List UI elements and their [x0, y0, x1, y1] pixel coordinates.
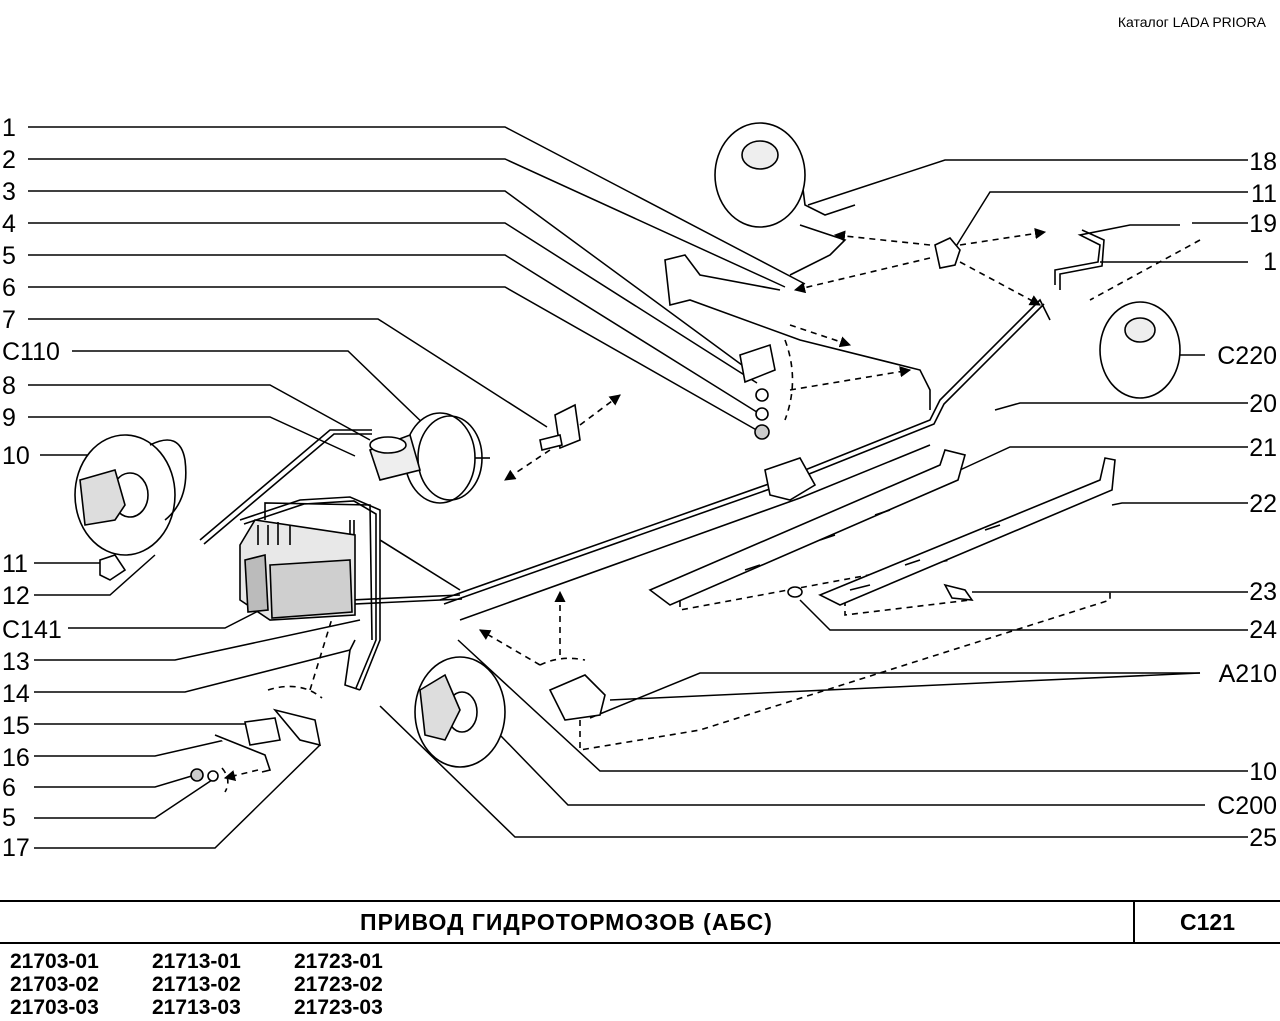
callout-left: 9 — [2, 404, 16, 432]
model-code: 21713-01 — [152, 950, 241, 973]
vacuum-booster — [368, 412, 490, 504]
front-right-brake — [414, 656, 506, 768]
clip-a210 — [548, 457, 817, 721]
callout-left: 10 — [2, 442, 30, 470]
callout-right: 19 — [1249, 210, 1277, 238]
callout-right: 21 — [1249, 434, 1277, 462]
callout-right: 25 — [1249, 824, 1277, 852]
callout-left: 17 — [2, 834, 30, 862]
model-code: 21703-02 — [10, 973, 99, 996]
callout-left: 14 — [2, 680, 30, 708]
callout-left: 6 — [2, 774, 16, 802]
callout-left: 5 — [2, 804, 16, 832]
brake-diagram: 1 2 3 4 5 6 7 C110 8 9 10 11 12 C141 13 … — [2, 114, 1277, 862]
catalog-header: Каталог LADA PRIORA — [1117, 14, 1266, 30]
callout-left: 8 — [2, 372, 16, 400]
callout-left: 15 — [2, 712, 30, 740]
callout-left: 6 — [2, 274, 16, 302]
rear-left-drum — [714, 122, 806, 228]
callout-right: 11 — [1251, 180, 1277, 208]
model-code: 21723-02 — [294, 973, 383, 996]
callout-left: 4 — [2, 210, 16, 238]
front-left-brake — [74, 434, 187, 556]
section-code: C121 — [1180, 909, 1235, 935]
callout-right: A210 — [1219, 660, 1277, 688]
callout-left: 12 — [2, 582, 30, 610]
callout-left: C141 — [2, 616, 62, 644]
callout-right: 20 — [1249, 390, 1277, 418]
model-code: 21703-01 — [10, 950, 99, 973]
callout-right: 10 — [1249, 758, 1277, 786]
callout-left: 5 — [2, 242, 16, 270]
callout-left: 2 — [2, 146, 16, 174]
tee-fitting — [934, 237, 961, 269]
underbody-rails — [648, 449, 1116, 606]
callout-left: C110 — [2, 338, 60, 366]
model-code: 21723-01 — [294, 950, 383, 973]
left-callouts: 1 2 3 4 5 6 7 C110 8 9 10 11 12 C141 13 … — [2, 114, 62, 862]
callout-right: 23 — [1249, 578, 1277, 606]
rear-right-drum — [1099, 301, 1181, 399]
callout-right: 24 — [1249, 616, 1277, 644]
model-code: 21723-03 — [294, 996, 383, 1019]
right-callouts: 18 11 19 1 C220 20 21 22 23 24 A210 10 C… — [1217, 148, 1277, 852]
callout-left: 3 — [2, 178, 16, 206]
abs-unit — [239, 519, 356, 621]
callout-left: 11 — [2, 550, 28, 578]
callout-right: C220 — [1217, 342, 1277, 370]
title-bar: ПРИВОД ГИДРОТОРМОЗОВ (АБС) C121 — [0, 900, 1280, 944]
clip-7 — [539, 403, 581, 451]
callout-right: 22 — [1249, 490, 1277, 518]
model-code: 21713-02 — [152, 973, 241, 996]
model-list: 21703-01 21713-01 21723-01 21703-02 2171… — [10, 950, 430, 1019]
model-code: 21703-03 — [10, 996, 99, 1019]
regulator-bracket — [739, 343, 776, 440]
title-divider — [1133, 902, 1135, 942]
callout-right: C200 — [1217, 792, 1277, 820]
callout-left: 16 — [2, 744, 30, 772]
brake-pipes — [199, 161, 1180, 691]
assembly-arrows — [221, 227, 1201, 793]
callout-left: 1 — [2, 114, 16, 142]
washer-24 — [787, 583, 974, 601]
page-title: ПРИВОД ГИДРОТОРМОЗОВ (АБС) — [360, 909, 773, 935]
callout-right: 1 — [1263, 248, 1277, 276]
callout-right: 18 — [1249, 148, 1277, 176]
callout-left: 7 — [2, 306, 16, 334]
bracket-11 — [99, 554, 127, 581]
callout-left: 13 — [2, 648, 30, 676]
bracket-group-15 — [190, 708, 322, 782]
model-code: 21713-03 — [152, 996, 241, 1019]
